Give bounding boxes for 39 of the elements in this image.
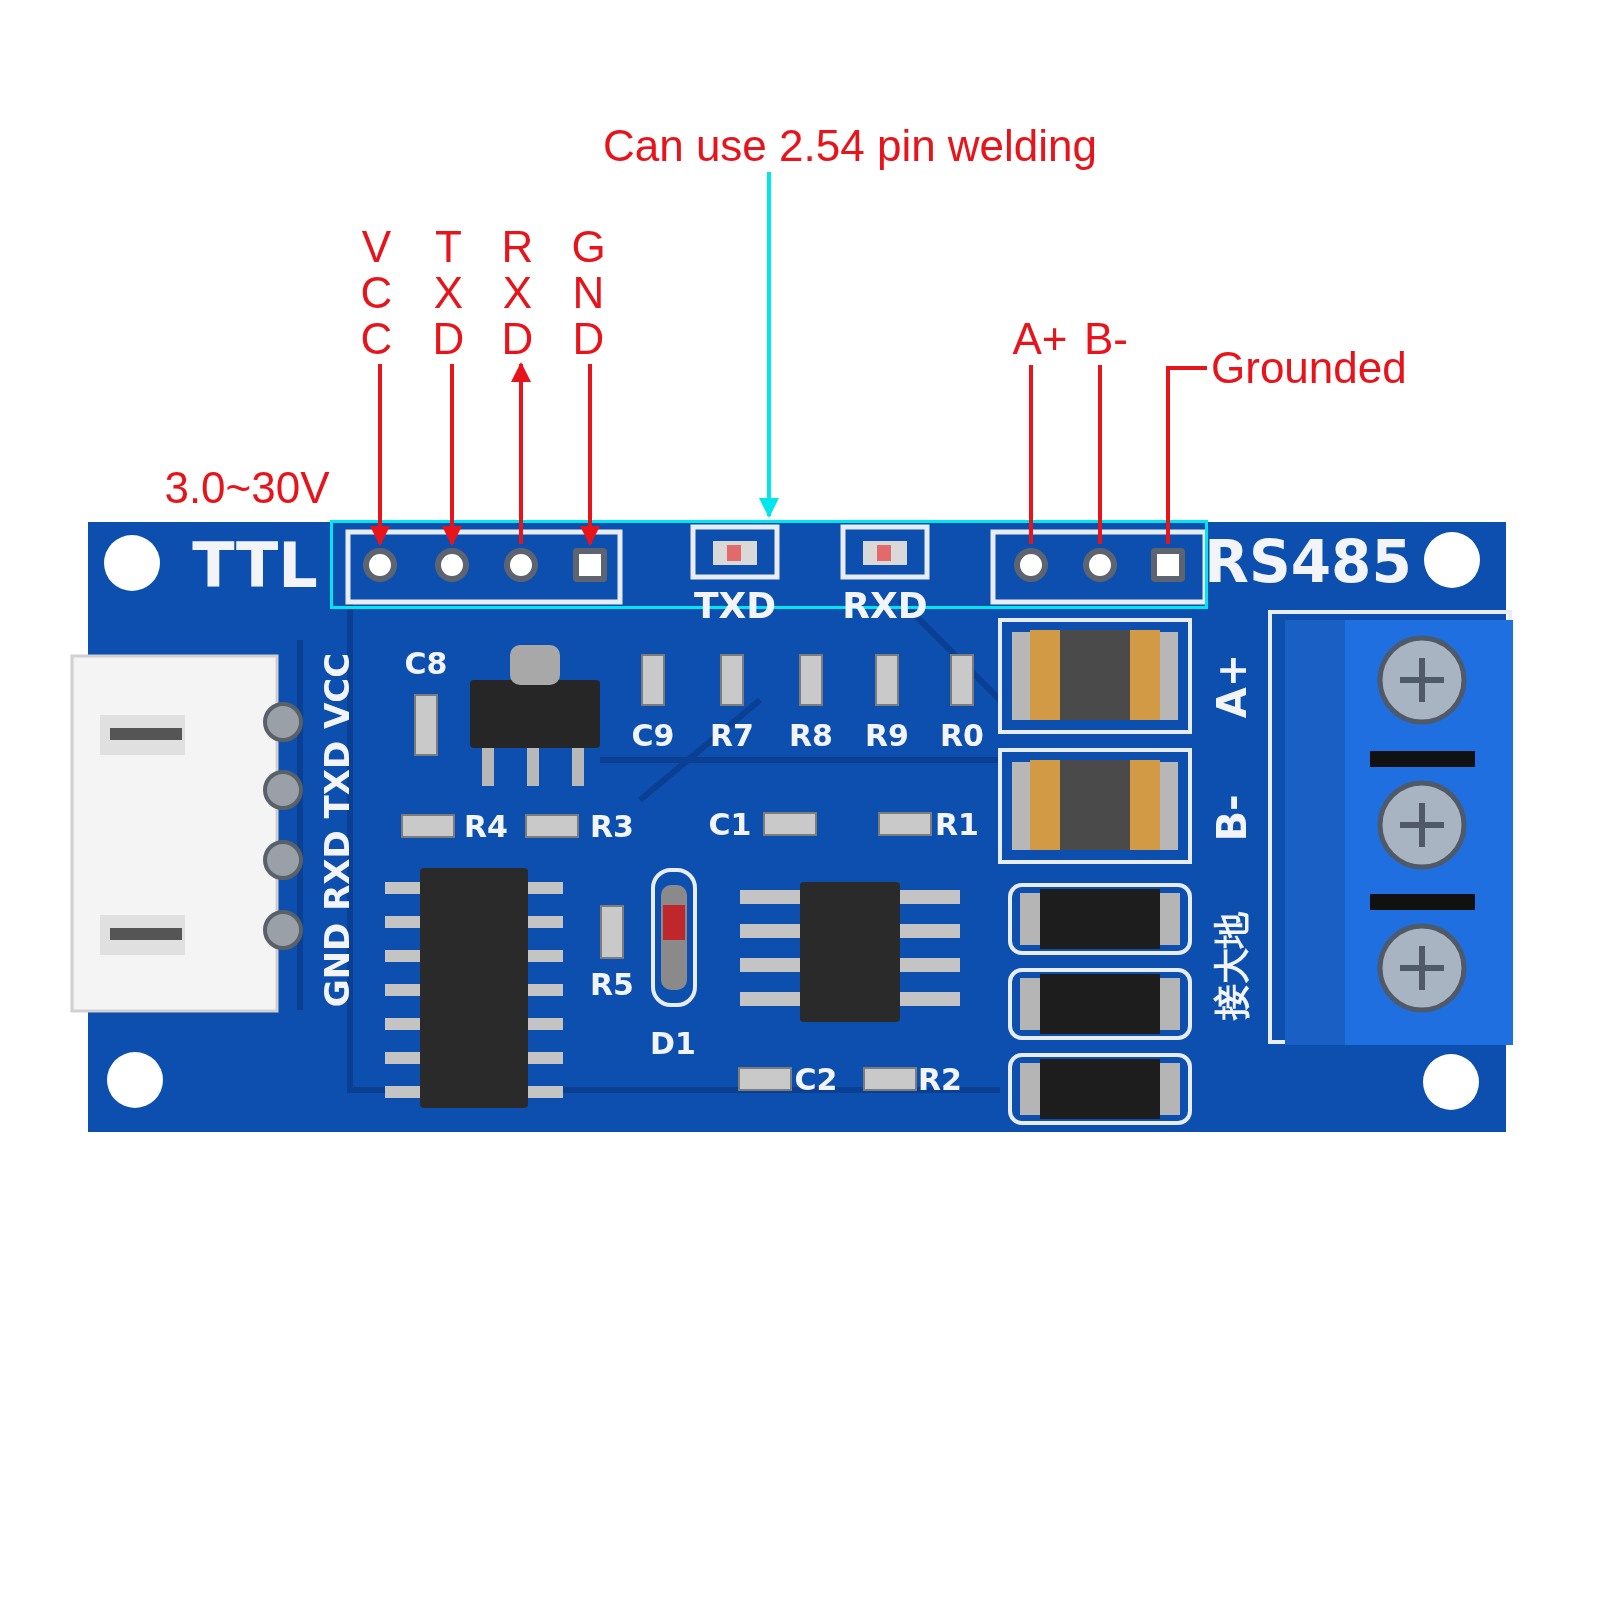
arrow <box>442 364 462 546</box>
pin-hole <box>573 548 607 582</box>
leader-line <box>1029 365 1033 544</box>
voltage-label: 3.0~30V <box>164 466 330 510</box>
pin-label: GND <box>566 222 610 360</box>
arrow <box>370 364 390 546</box>
silkscreen-label: TTL <box>192 535 318 597</box>
pin-label: VCC <box>354 222 398 360</box>
silkscreen-label: A+ <box>1212 653 1252 719</box>
arrow <box>580 364 600 546</box>
silkscreen-label: D1 <box>650 1029 696 1059</box>
arrow <box>759 172 779 518</box>
silkscreen-label: C8 <box>404 649 448 679</box>
arrow <box>511 362 531 544</box>
silkscreen-label: R8 <box>789 721 833 751</box>
pin-label: B- <box>1084 317 1128 361</box>
silkscreen-label: GND RXD TXD VCC <box>320 652 354 1008</box>
pin-label: A+ <box>1012 317 1068 361</box>
silkscreen-label: R9 <box>865 721 909 751</box>
pin-label: RXD <box>495 222 539 360</box>
silkscreen-label: R0 <box>940 721 984 751</box>
silkscreen-label: 接大地 <box>1214 912 1250 1020</box>
leader-line <box>1098 365 1102 544</box>
pin-label: Grounded <box>1211 346 1407 390</box>
silkscreen-label: B- <box>1212 794 1252 842</box>
silkscreen-label: R2 <box>918 1065 962 1095</box>
silkscreen-label: R4 <box>464 812 508 842</box>
silkscreen-label: R3 <box>590 812 634 842</box>
silkscreen-label: C2 <box>794 1065 838 1095</box>
leader-line <box>1166 366 1207 544</box>
silkscreen-label: C1 <box>708 810 752 840</box>
pin-hole <box>1151 548 1185 582</box>
silkscreen-label: C9 <box>631 721 675 751</box>
silkscreen-label: RS485 <box>1204 533 1412 591</box>
pin-label: TXD <box>426 222 470 360</box>
silkscreen-label: R7 <box>710 721 754 751</box>
silkscreen-label: R5 <box>590 970 634 1000</box>
silkscreen-label: R1 <box>935 810 979 840</box>
callout-text: Can use 2.54 pin welding <box>602 124 1098 168</box>
